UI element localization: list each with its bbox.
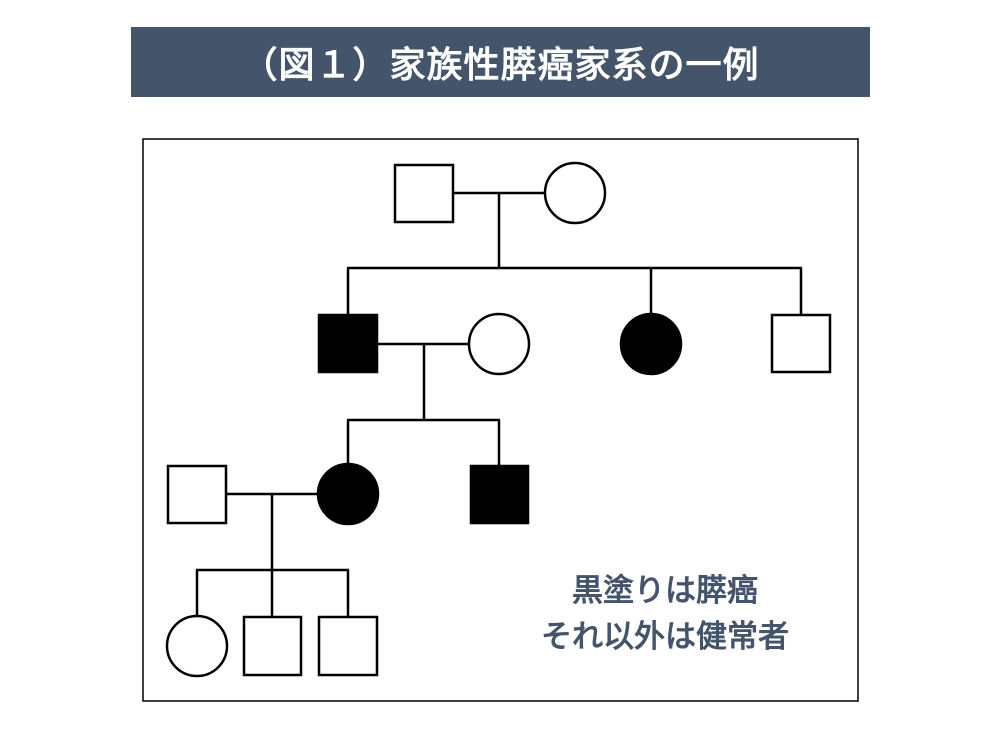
male-symbol (393, 163, 455, 224)
female-symbol (165, 614, 229, 678)
male-symbol (242, 615, 303, 677)
male-symbol (770, 313, 832, 374)
diagram-frame (142, 138, 859, 702)
male-symbol-affected (317, 313, 379, 374)
female-symbol (543, 161, 607, 225)
male-symbol (317, 615, 379, 677)
legend-unaffected: それ以外は健常者 (541, 619, 789, 655)
female-symbol (467, 312, 531, 376)
pedigree-lines (195, 191, 803, 617)
legend: 黒塗りは膵癌 それ以外は健常者 (500, 568, 830, 660)
female-symbol-affected (619, 312, 683, 376)
page-title: （図１）家族性膵癌家系の一例 (131, 27, 870, 97)
male-symbol (166, 464, 228, 525)
legend-affected: 黒塗りは膵癌 (572, 573, 758, 609)
female-symbol-affected (316, 462, 380, 526)
male-symbol-affected (469, 464, 530, 525)
